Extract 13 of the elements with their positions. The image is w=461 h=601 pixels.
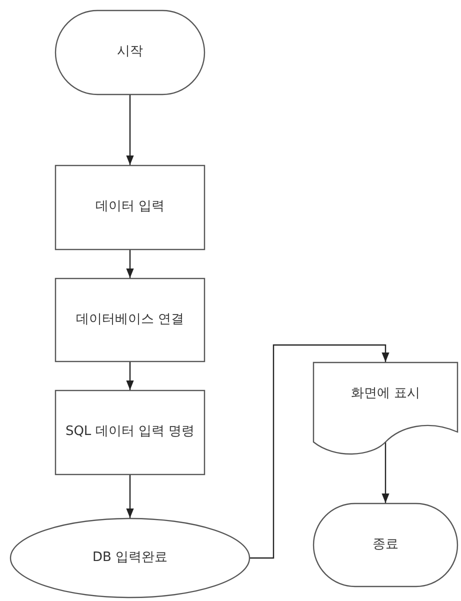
node-label: 종료 [372, 536, 398, 554]
arrow [382, 442, 390, 503]
arrow [126, 362, 134, 390]
arrow [126, 250, 134, 278]
node-label: SQL 데이터 입력 명령 [65, 424, 195, 441]
node-label: 데이터 입력 [95, 199, 165, 216]
node-label: DB 입력완료 [92, 550, 168, 566]
arrow [250, 344, 390, 559]
arrow [126, 475, 134, 518]
node-label: 화면에 표시 [350, 386, 420, 403]
node-label: 시작 [117, 44, 143, 61]
node-label: 데이터베이스 연결 [76, 312, 184, 328]
arrow [126, 95, 134, 165]
